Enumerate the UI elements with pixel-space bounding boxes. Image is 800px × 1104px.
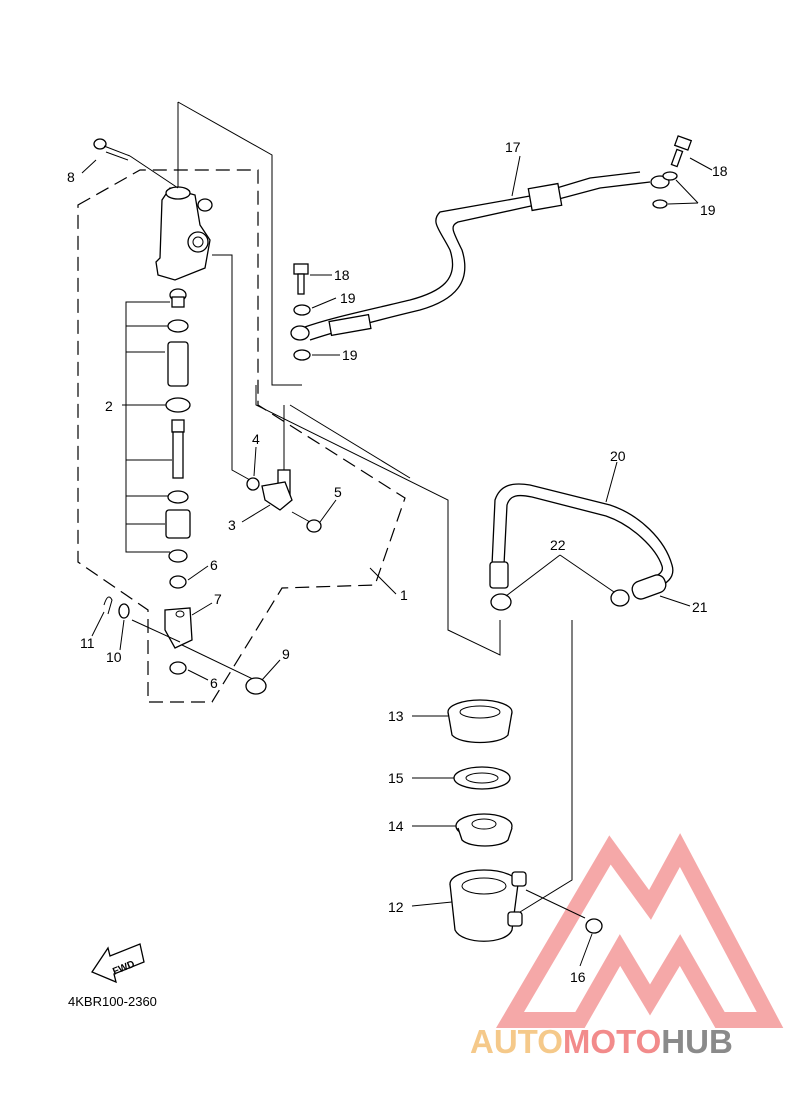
- watermark-text: AUTOMOTOHUB: [470, 1023, 733, 1060]
- reservoir-cap-13: [447, 699, 513, 744]
- hose-joint-3: [261, 469, 293, 511]
- nut-6-upper: [169, 575, 187, 589]
- callout-1: 1: [400, 587, 408, 603]
- union-bolt-18-right: [670, 135, 693, 168]
- hose-clip-22-left: [490, 593, 512, 611]
- callout-19-a: 19: [340, 290, 356, 306]
- callout-5: 5: [334, 484, 342, 500]
- diaphragm-14: [455, 813, 513, 847]
- callout-21: 21: [692, 599, 708, 615]
- callout-14: 14: [388, 818, 404, 834]
- hose-clip-22-right: [610, 589, 630, 607]
- callout-7: 7: [214, 591, 222, 607]
- callout-2: 2: [105, 398, 113, 414]
- svg-text:AUTOMOTOHUB: AUTOMOTOHUB: [470, 1023, 733, 1060]
- callout-6-lower: 6: [210, 675, 218, 691]
- reservoir-tank-12: [449, 869, 527, 942]
- washer-10: [118, 603, 130, 619]
- callout-13: 13: [388, 708, 404, 724]
- fwd-arrow-icon: FWD: [91, 943, 145, 984]
- watermark-hub: HUB: [661, 1023, 733, 1060]
- diaphragm-plate-15: [453, 766, 511, 790]
- callout-15: 15: [388, 770, 404, 786]
- callout-10: 10: [106, 649, 122, 665]
- callout-22: 22: [550, 537, 566, 553]
- watermark-logo: [496, 833, 784, 1028]
- callout-17: 17: [505, 139, 521, 155]
- leader-lines: [81, 155, 713, 967]
- callout-19-b: 19: [342, 347, 358, 363]
- washer-19-c: [662, 171, 678, 181]
- reference-code: 4KBR100-2360: [68, 994, 157, 1009]
- callout-20: 20: [610, 448, 626, 464]
- callout-labels: 1 2 3 4 5 6 6 7 8 9 10 11 12 13 14 15 16…: [67, 139, 728, 985]
- callout-16: 16: [570, 969, 586, 985]
- bolt-8: [93, 138, 179, 189]
- nut-6-lower: [169, 661, 187, 675]
- watermark-moto: MOTO: [563, 1023, 661, 1060]
- callout-18-right: 18: [712, 163, 728, 179]
- callout-9: 9: [282, 646, 290, 662]
- hose-connector-21: [631, 574, 667, 600]
- callout-12: 12: [388, 899, 404, 915]
- washer-19-b: [293, 349, 311, 361]
- callout-11: 11: [80, 635, 95, 651]
- callout-6-upper: 6: [210, 557, 218, 573]
- screw-16: [525, 889, 603, 934]
- callout-8: 8: [67, 169, 75, 185]
- washer-19-a: [293, 304, 311, 316]
- o-ring-4: [246, 477, 260, 491]
- brake-hose-17: [290, 171, 670, 341]
- master-cylinder-body: [155, 186, 213, 281]
- cotter-pin-11: [103, 596, 113, 615]
- callout-18-left: 18: [334, 267, 350, 283]
- washer-19-d: [652, 199, 668, 209]
- callout-19-c: 19: [700, 202, 716, 218]
- screw-5: [291, 511, 322, 533]
- assembly-outline-1: [77, 169, 406, 703]
- union-bolt-18-left: [293, 263, 309, 295]
- callout-3: 3: [228, 517, 236, 533]
- callout-4: 4: [252, 431, 260, 447]
- pin-9: [245, 677, 267, 695]
- push-rod-joint-7: [131, 607, 256, 681]
- watermark-auto: AUTO: [470, 1023, 563, 1060]
- reservoir-hose-20: [489, 483, 674, 589]
- piston-kit-2: [165, 288, 191, 563]
